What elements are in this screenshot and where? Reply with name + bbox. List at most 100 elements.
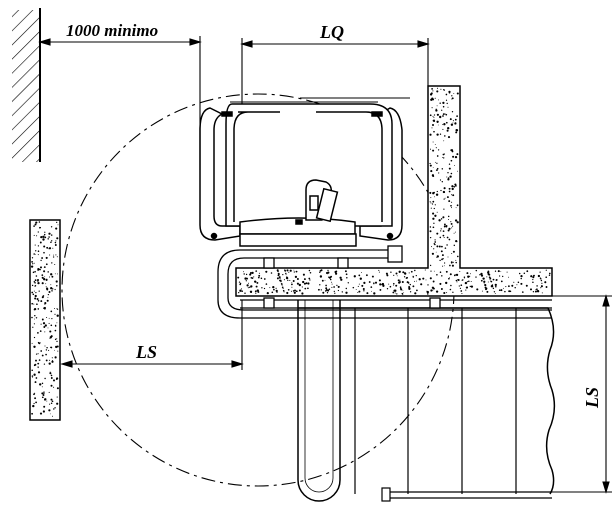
concrete-speck: [48, 291, 51, 293]
concrete-speck: [440, 218, 443, 220]
concrete-speck: [460, 284, 463, 287]
concrete-speck: [511, 284, 514, 287]
concrete-speck: [51, 360, 54, 363]
concrete-speck: [435, 169, 438, 172]
concrete-speck: [451, 262, 453, 264]
concrete-speck: [439, 179, 442, 181]
concrete-speck: [548, 272, 551, 275]
concrete-speck: [452, 261, 454, 263]
concrete-speck: [452, 155, 455, 158]
concrete-speck: [331, 286, 333, 288]
concrete-speck: [370, 286, 373, 288]
concrete-speck: [50, 335, 53, 338]
concrete-speck: [35, 353, 38, 355]
concrete-speck: [298, 289, 301, 292]
concrete-speck: [458, 285, 460, 287]
concrete-speck: [56, 396, 58, 398]
concrete-speck: [54, 349, 56, 351]
concrete-speck: [434, 241, 437, 243]
concrete-speck: [450, 221, 452, 223]
concrete-speck: [398, 281, 401, 283]
concrete-speck: [241, 290, 243, 293]
concrete-speck: [41, 282, 44, 285]
concrete-speck: [436, 274, 438, 276]
concrete-speck: [408, 286, 411, 289]
concrete-speck: [431, 88, 433, 90]
concrete-speck: [335, 272, 338, 275]
concrete-speck: [289, 279, 291, 281]
concrete-speck: [39, 241, 42, 244]
concrete-speck: [35, 221, 38, 224]
concrete-speck: [439, 115, 442, 119]
concrete-speck: [447, 136, 451, 139]
concrete-speck: [529, 288, 533, 291]
concrete-speck: [396, 275, 398, 277]
concrete-speck: [432, 141, 434, 143]
concrete-speck: [54, 407, 56, 409]
concrete-speck: [540, 278, 542, 280]
concrete-speck: [443, 223, 446, 226]
concrete-speck: [513, 281, 515, 283]
concrete-speck: [432, 217, 435, 220]
concrete-speck: [45, 256, 48, 259]
concrete-speck: [452, 291, 454, 293]
concrete-speck: [435, 147, 437, 149]
concrete-speck: [433, 119, 436, 123]
concrete-speck: [422, 277, 425, 280]
concrete-speck: [498, 275, 501, 277]
concrete-speck: [37, 362, 40, 365]
concrete-speck: [445, 281, 448, 285]
concrete-speck: [37, 332, 39, 334]
concrete-speck: [358, 283, 360, 285]
concrete-speck: [457, 170, 458, 172]
concrete-speck: [495, 285, 497, 288]
concrete-speck: [447, 178, 450, 181]
concrete-speck: [328, 288, 331, 291]
concrete-speck: [322, 291, 325, 294]
concrete-speck: [407, 282, 410, 284]
concrete-speck: [449, 264, 451, 267]
concrete-speck: [33, 309, 36, 311]
concrete-speck: [445, 226, 448, 228]
concrete-speck: [521, 291, 524, 293]
concrete-speck: [446, 102, 448, 105]
concrete-speck: [437, 124, 439, 126]
concrete-speck: [430, 270, 432, 272]
concrete-speck: [33, 303, 35, 305]
concrete-speck: [404, 272, 407, 275]
concrete-speck: [502, 275, 504, 278]
concrete-speck: [443, 187, 446, 190]
concrete-speck: [43, 363, 46, 365]
concrete-speck: [449, 288, 452, 291]
concrete-speck: [408, 287, 411, 290]
concrete-speck: [441, 275, 443, 277]
concrete-speck: [43, 251, 45, 254]
concrete-speck: [33, 281, 36, 283]
concrete-speck: [320, 289, 322, 291]
concrete-speck: [44, 236, 47, 239]
concrete-speck: [476, 288, 479, 291]
concrete-speck: [451, 187, 454, 191]
concrete-speck: [378, 279, 381, 282]
concrete-speck: [395, 284, 398, 287]
concrete-speck: [467, 275, 470, 278]
concrete-speck: [292, 290, 295, 292]
concrete-speck: [430, 289, 433, 292]
concrete-speck: [487, 271, 490, 274]
concrete-speck: [399, 279, 401, 281]
concrete-speck: [436, 162, 438, 164]
concrete-speck: [486, 276, 488, 278]
concrete-speck: [490, 280, 493, 283]
concrete-speck: [373, 282, 375, 284]
concrete-speck: [450, 284, 452, 287]
concrete-speck: [34, 285, 37, 287]
concrete-speck: [484, 284, 486, 286]
concrete-speck: [35, 359, 37, 362]
concrete-speck: [426, 293, 429, 295]
concrete-speck: [432, 200, 435, 203]
concrete-speck: [448, 200, 451, 203]
concrete-speck: [257, 276, 260, 279]
concrete-speck: [536, 285, 538, 287]
concrete-speck: [249, 273, 252, 276]
concrete-speck: [45, 286, 47, 288]
